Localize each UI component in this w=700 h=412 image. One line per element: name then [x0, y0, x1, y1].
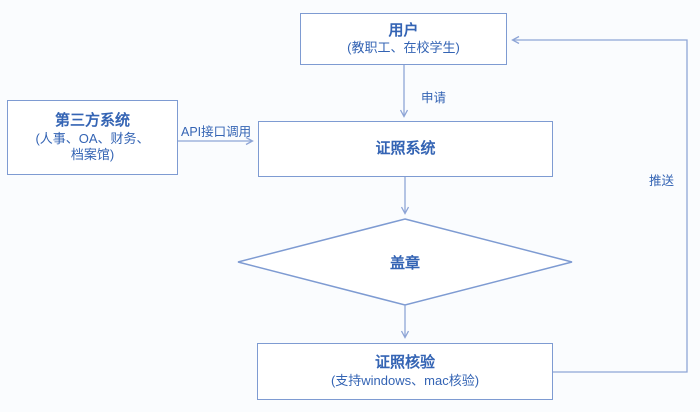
node-third-party-subtitle-line1: (人事、OA、财务、: [35, 130, 150, 146]
edge-push-label: 推送: [649, 174, 675, 188]
node-user-title: 用户: [388, 21, 419, 39]
edge-apply-label: 申请: [421, 91, 447, 105]
node-cert-system: 证照系统: [258, 121, 553, 177]
node-third-party: 第三方系统 (人事、OA、财务、 档案馆): [7, 100, 178, 175]
node-cert-verify-title: 证照核验: [374, 354, 435, 371]
node-cert-system-title: 证照系统: [375, 139, 436, 157]
edge-api-call-label: API接口调用: [181, 125, 252, 139]
edge-push-arrow: [513, 40, 688, 373]
node-user: 用户 (教职工、在校学生): [300, 13, 507, 65]
node-cert-verify-subtitle: (支持windows、mac核验): [330, 372, 480, 388]
node-third-party-title: 第三方系统: [54, 111, 130, 129]
node-user-subtitle: (教职工、在校学生): [347, 40, 460, 56]
node-cert-verify: 证照核验 (支持windows、mac核验): [257, 343, 553, 400]
node-third-party-subtitle-line2: 档案馆): [70, 146, 115, 162]
node-stamp-label: 盖章: [389, 255, 420, 272]
